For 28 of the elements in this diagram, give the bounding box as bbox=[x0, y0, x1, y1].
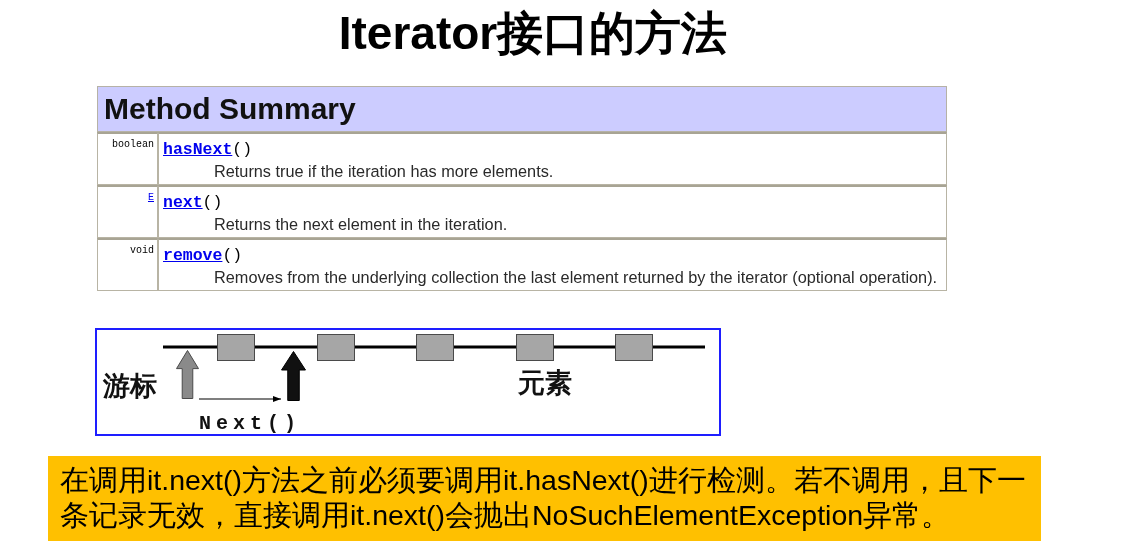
table-header: Method Summary bbox=[97, 86, 947, 132]
method-name: remove() bbox=[163, 246, 243, 265]
return-type: void bbox=[130, 245, 154, 257]
method-description: Returns the next element in the iteration. bbox=[214, 214, 508, 234]
connector-line bbox=[454, 345, 516, 349]
element-square bbox=[615, 334, 653, 361]
element-square bbox=[516, 334, 554, 361]
element-square bbox=[416, 334, 454, 361]
method-name: hasNext() bbox=[163, 140, 253, 159]
return-type: E bbox=[148, 192, 154, 204]
connector-line bbox=[255, 345, 317, 349]
note-box bbox=[48, 456, 1041, 541]
diagram-frame bbox=[95, 328, 721, 436]
connector-line bbox=[554, 345, 615, 349]
cursor-label: 游标 bbox=[103, 370, 157, 402]
note-text: 在调用it.next()方法之前必须要调用it.hasNext()进行检测。若不调用，且下一条记录无效，直接调用it.next()会抛出NoSuchElementException异常。 bbox=[60, 463, 1027, 533]
cursor-marker bbox=[281, 351, 306, 401]
return-type: boolean bbox=[112, 139, 154, 151]
element-square bbox=[317, 334, 355, 361]
method-description: Returns true if the iteration has more elements. bbox=[214, 161, 554, 181]
title: Iterator接口的方法 bbox=[338, 7, 728, 59]
connector-line bbox=[355, 345, 416, 349]
element-label: 元素 bbox=[518, 367, 572, 399]
element-square bbox=[217, 334, 255, 361]
cursor-marker bbox=[176, 350, 199, 399]
arrow bbox=[198, 396, 282, 402]
method-name: next() bbox=[163, 193, 223, 212]
method-description: Removes from the underlying collection the last element returned by the iterator (optional operation). bbox=[214, 267, 938, 287]
